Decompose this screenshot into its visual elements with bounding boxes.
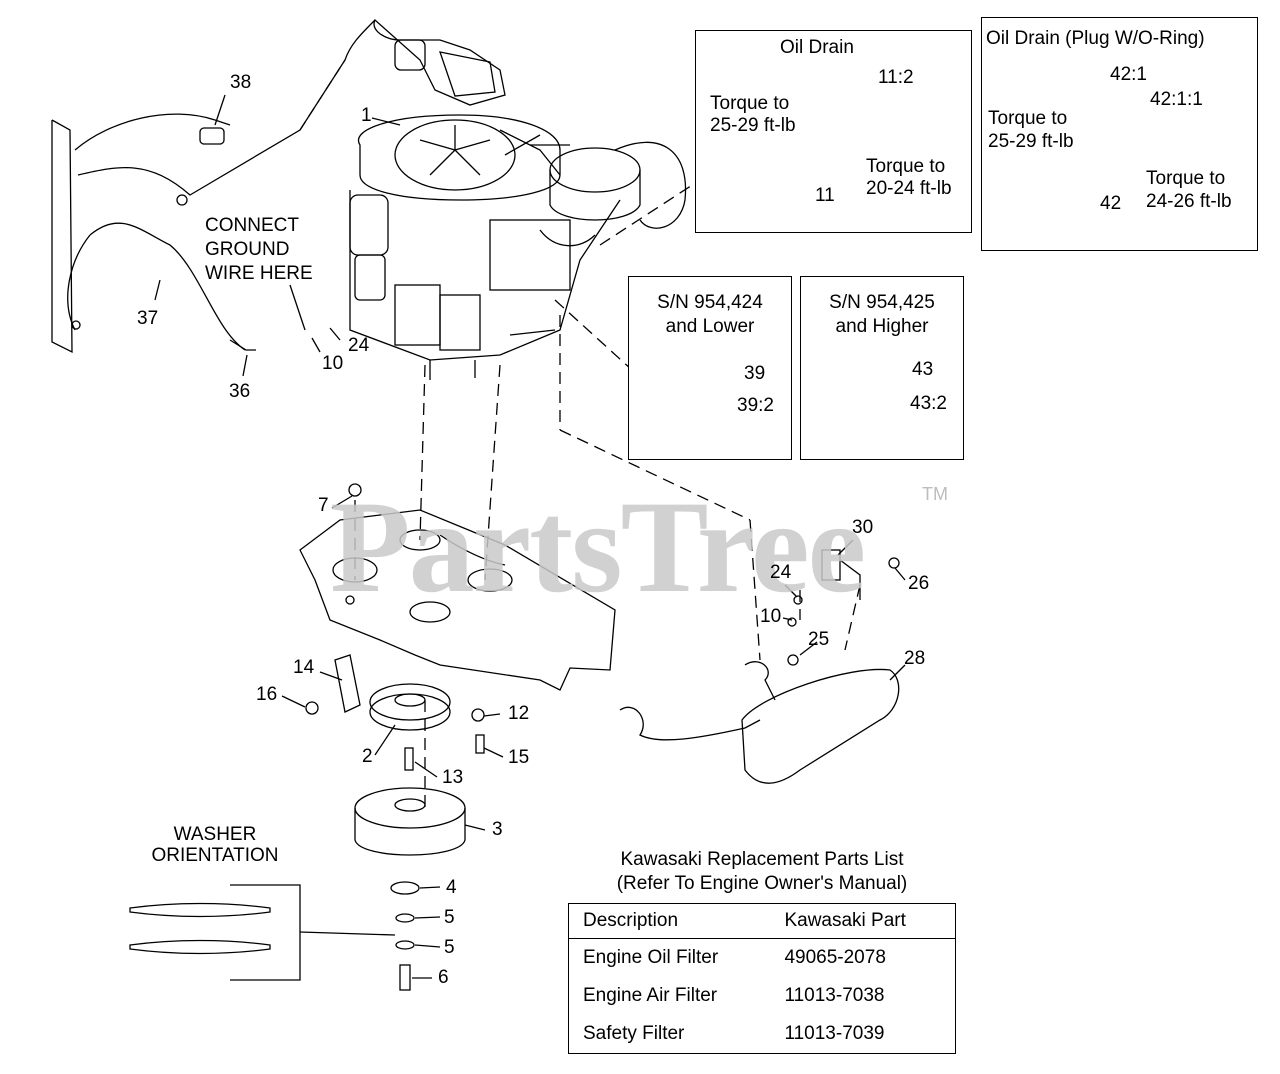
callout-2: 2 <box>362 746 373 767</box>
parts-list-title-line2: (Refer To Engine Owner's Manual) <box>616 873 908 894</box>
oil-drain-plug-torque-right-1: Torque to <box>1146 168 1226 189</box>
oil-drain-plug-box: Oil Drain (Plug W/O-Ring) Torque to 25-2… <box>981 17 1258 251</box>
muffler <box>619 549 900 784</box>
oil-drain-torque-right-2: 20-24 ft-lb <box>866 178 952 199</box>
oil-drain-torque-right-1: Torque to <box>866 156 946 177</box>
callout-38: 38 <box>230 72 252 93</box>
callout-10-engine: 10 <box>322 353 344 374</box>
callout-12: 12 <box>508 703 530 724</box>
callout-7: 7 <box>318 495 329 516</box>
serial-higher-line1: S/N 954,425 <box>829 292 935 313</box>
oil-drain-plug-torque-left-2: 25-29 ft-lb <box>988 131 1074 152</box>
callout-42-1-1: 42:1:1 <box>1150 89 1203 110</box>
callout-39-2: 39:2 <box>737 395 774 416</box>
table-row: Engine Air Filter 11013-7038 <box>569 977 956 1015</box>
callout-5-lower: 5 <box>444 937 455 958</box>
callout-5-upper: 5 <box>444 907 455 928</box>
ground-note-line1: CONNECT <box>205 215 299 236</box>
serial-lower-line2: and Lower <box>665 316 755 337</box>
callout-42: 42 <box>1100 193 1122 214</box>
callout-25: 25 <box>808 629 830 650</box>
callout-43-2: 43:2 <box>910 393 947 414</box>
parts-list-part-number: 11013-7038 <box>784 985 885 1006</box>
callout-4: 4 <box>446 877 457 898</box>
parts-list-table: Description Kawasaki Part Engine Oil Fil… <box>568 903 956 1054</box>
serial-lower-box: S/N 954,424 and Lower <box>628 276 792 460</box>
callout-43: 43 <box>912 359 934 380</box>
oil-drain-plug-title: Oil Drain (Plug W/O-Ring) <box>986 28 1205 49</box>
callout-37: 37 <box>137 308 159 329</box>
washer-note-line1: WASHER <box>173 824 257 845</box>
callout-14: 14 <box>293 657 315 678</box>
callout-6: 6 <box>438 967 449 988</box>
oil-drain-torque-left-1: Torque to <box>710 93 790 114</box>
parts-list-header-row: Description Kawasaki Part <box>568 903 956 939</box>
callout-11: 11 <box>815 185 835 206</box>
parts-list-description: Engine Oil Filter <box>583 947 719 968</box>
washer-note-line2: ORIENTATION <box>151 845 279 866</box>
parts-list-description: Engine Air Filter <box>583 985 718 1006</box>
serial-lower-line1: S/N 954,424 <box>657 292 763 313</box>
callout-42-1: 42:1 <box>1110 64 1147 85</box>
parts-list-part-number: 11013-7039 <box>784 1023 885 1044</box>
oil-drain-title: Oil Drain <box>780 37 854 58</box>
parts-list-part-number: 49065-2078 <box>784 947 886 968</box>
parts-list-title-line1: Kawasaki Replacement Parts List <box>620 849 904 870</box>
watermark: PartsTree <box>330 473 866 620</box>
callout-36: 36 <box>229 381 251 402</box>
callout-24-muffler: 24 <box>770 562 792 583</box>
callout-3: 3 <box>492 819 503 840</box>
serial-higher-line2: and Higher <box>835 316 929 337</box>
table-row: Safety Filter 11013-7039 <box>569 1015 956 1054</box>
callout-39: 39 <box>744 363 766 384</box>
oil-drain-plug-torque-left-1: Torque to <box>988 108 1068 129</box>
parts-list-description: Safety Filter <box>583 1023 685 1044</box>
table-row: Engine Oil Filter 49065-2078 <box>569 939 956 978</box>
callout-28: 28 <box>904 648 926 669</box>
callout-13: 13 <box>442 767 464 788</box>
oil-drain-box: Oil Drain Torque to 25-29 ft-lb Torque t… <box>695 30 972 233</box>
callout-24-engine: 24 <box>348 335 370 356</box>
callout-1: 1 <box>361 105 372 126</box>
parts-list-header-description: Description <box>568 903 771 939</box>
oil-drain-torque-left-2: 25-29 ft-lb <box>710 115 796 136</box>
serial-higher-box: S/N 954,425 and Higher <box>800 276 964 460</box>
ground-note-line3: WIRE HERE <box>205 263 313 284</box>
callout-16: 16 <box>256 684 278 705</box>
oil-drain-plug-torque-right-2: 24-26 ft-lb <box>1146 191 1232 212</box>
callout-10-muffler: 10 <box>760 606 782 627</box>
callout-30: 30 <box>852 517 874 538</box>
clutch-assembly <box>354 787 466 991</box>
parts-list-title: Kawasaki Replacement Parts List (Refer T… <box>568 848 956 896</box>
callout-26: 26 <box>908 573 930 594</box>
fuel-pump-assembly <box>344 18 506 106</box>
engine-mounting-plate <box>299 483 616 691</box>
engine <box>349 114 687 380</box>
wire-harness <box>51 59 346 354</box>
callout-15: 15 <box>508 747 530 768</box>
watermark-trademark: TM <box>922 484 948 504</box>
ground-note-line2: GROUND <box>205 239 290 260</box>
pulley-assembly <box>305 654 485 771</box>
callout-11-2: 11:2 <box>878 67 914 88</box>
washer-orientation-inset <box>129 884 396 981</box>
parts-list-header-part: Kawasaki Part <box>770 903 956 939</box>
